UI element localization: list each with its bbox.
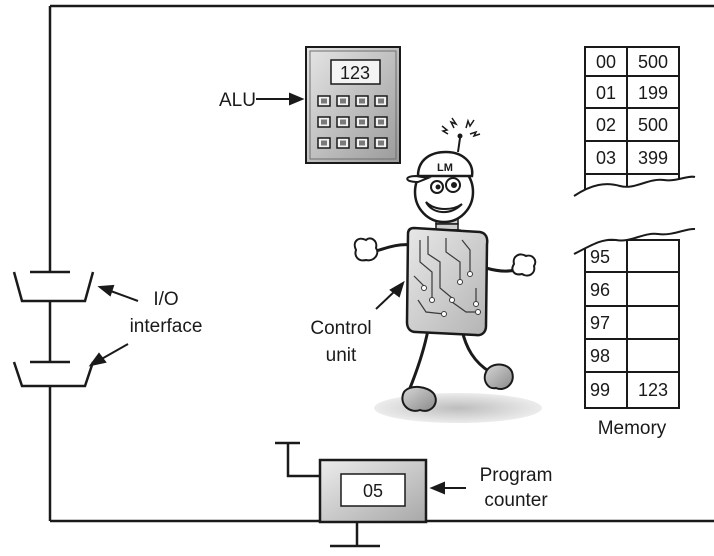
memory-tear-bottom-edge (573, 227, 696, 255)
memory-top-table (584, 46, 680, 196)
alu-arrow (256, 92, 305, 106)
mascot-cap (416, 150, 474, 178)
mailbox-value: 500 (638, 115, 668, 135)
alu-key-center (340, 98, 346, 104)
alu-key-center (378, 140, 384, 146)
alu-key-center (359, 98, 365, 104)
control-unit-label-line1: Control (310, 318, 371, 339)
program-counter-label-line1: Program (480, 465, 553, 486)
alu-calculator: 123 (305, 46, 401, 164)
alu-key-center (359, 119, 365, 125)
alu-key-center (340, 140, 346, 146)
mailbox-address: 02 (596, 115, 616, 135)
circuit-pads (421, 271, 481, 317)
mailbox-value: 123 (638, 380, 668, 400)
alu-key-center (359, 140, 365, 146)
right-shoe-icon (483, 363, 514, 390)
io-label-line1: I/O (153, 289, 178, 310)
memory-label: Memory (598, 418, 667, 439)
circuit-traces (413, 236, 478, 315)
alu-key-center (378, 98, 384, 104)
program-counter-label-line2: counter (484, 490, 548, 511)
program-counter-arrow (429, 481, 466, 495)
memory-bottom-table (584, 239, 680, 409)
left-glove-icon (353, 237, 379, 262)
mailbox-value: 399 (638, 148, 668, 168)
right-glove-icon (511, 253, 537, 277)
cap-logo: LM (437, 162, 453, 174)
mailbox-address: 03 (596, 148, 616, 168)
antenna-sparks-icon (441, 117, 481, 138)
alu-display-value: 123 (340, 63, 370, 83)
memory-top-cells: 00 500 01 199 02 500 03 399 (596, 52, 668, 168)
program-counter-connector (275, 441, 380, 548)
alu-key-center (321, 98, 327, 104)
alu-display (330, 59, 381, 85)
io-arrows (88, 284, 139, 367)
memory-bottom-cells: 95 96 97 98 99 123 (590, 247, 668, 400)
output-basket (12, 360, 95, 388)
io-label-line2: interface (130, 316, 203, 337)
alu-key-center (321, 140, 327, 146)
mailbox-value: 500 (638, 52, 668, 72)
input-basket (12, 270, 95, 303)
program-counter-value: 05 (363, 481, 383, 501)
memory-tear-top-edge (573, 175, 696, 197)
program-counter-box: 05 (318, 458, 428, 524)
room-frame (48, 4, 714, 523)
mailbox-value: 199 (638, 83, 668, 103)
mailbox-address: 96 (590, 280, 610, 300)
alu-keypad (317, 95, 388, 149)
memory-tear-top (574, 176, 695, 200)
floor-shadow (374, 393, 542, 423)
control-unit-arrow (375, 280, 405, 310)
left-shoe-icon (401, 386, 437, 412)
mailbox-address: 99 (590, 380, 610, 400)
alu-key-center (321, 119, 327, 125)
circuit-board-body (405, 226, 489, 337)
mailbox-address: 95 (590, 247, 610, 267)
alu-key-center (340, 119, 346, 125)
alu-key-center (378, 119, 384, 125)
mailbox-address: 01 (596, 83, 616, 103)
program-counter-display (340, 473, 406, 507)
mailbox-address: 97 (590, 313, 610, 333)
alu-label: ALU (219, 90, 256, 111)
little-man-mascot: LM (353, 117, 542, 423)
control-unit-label-line2: unit (326, 345, 357, 366)
mailbox-address: 00 (596, 52, 616, 72)
mascot-smile (425, 201, 463, 213)
mailbox-address: 98 (590, 346, 610, 366)
